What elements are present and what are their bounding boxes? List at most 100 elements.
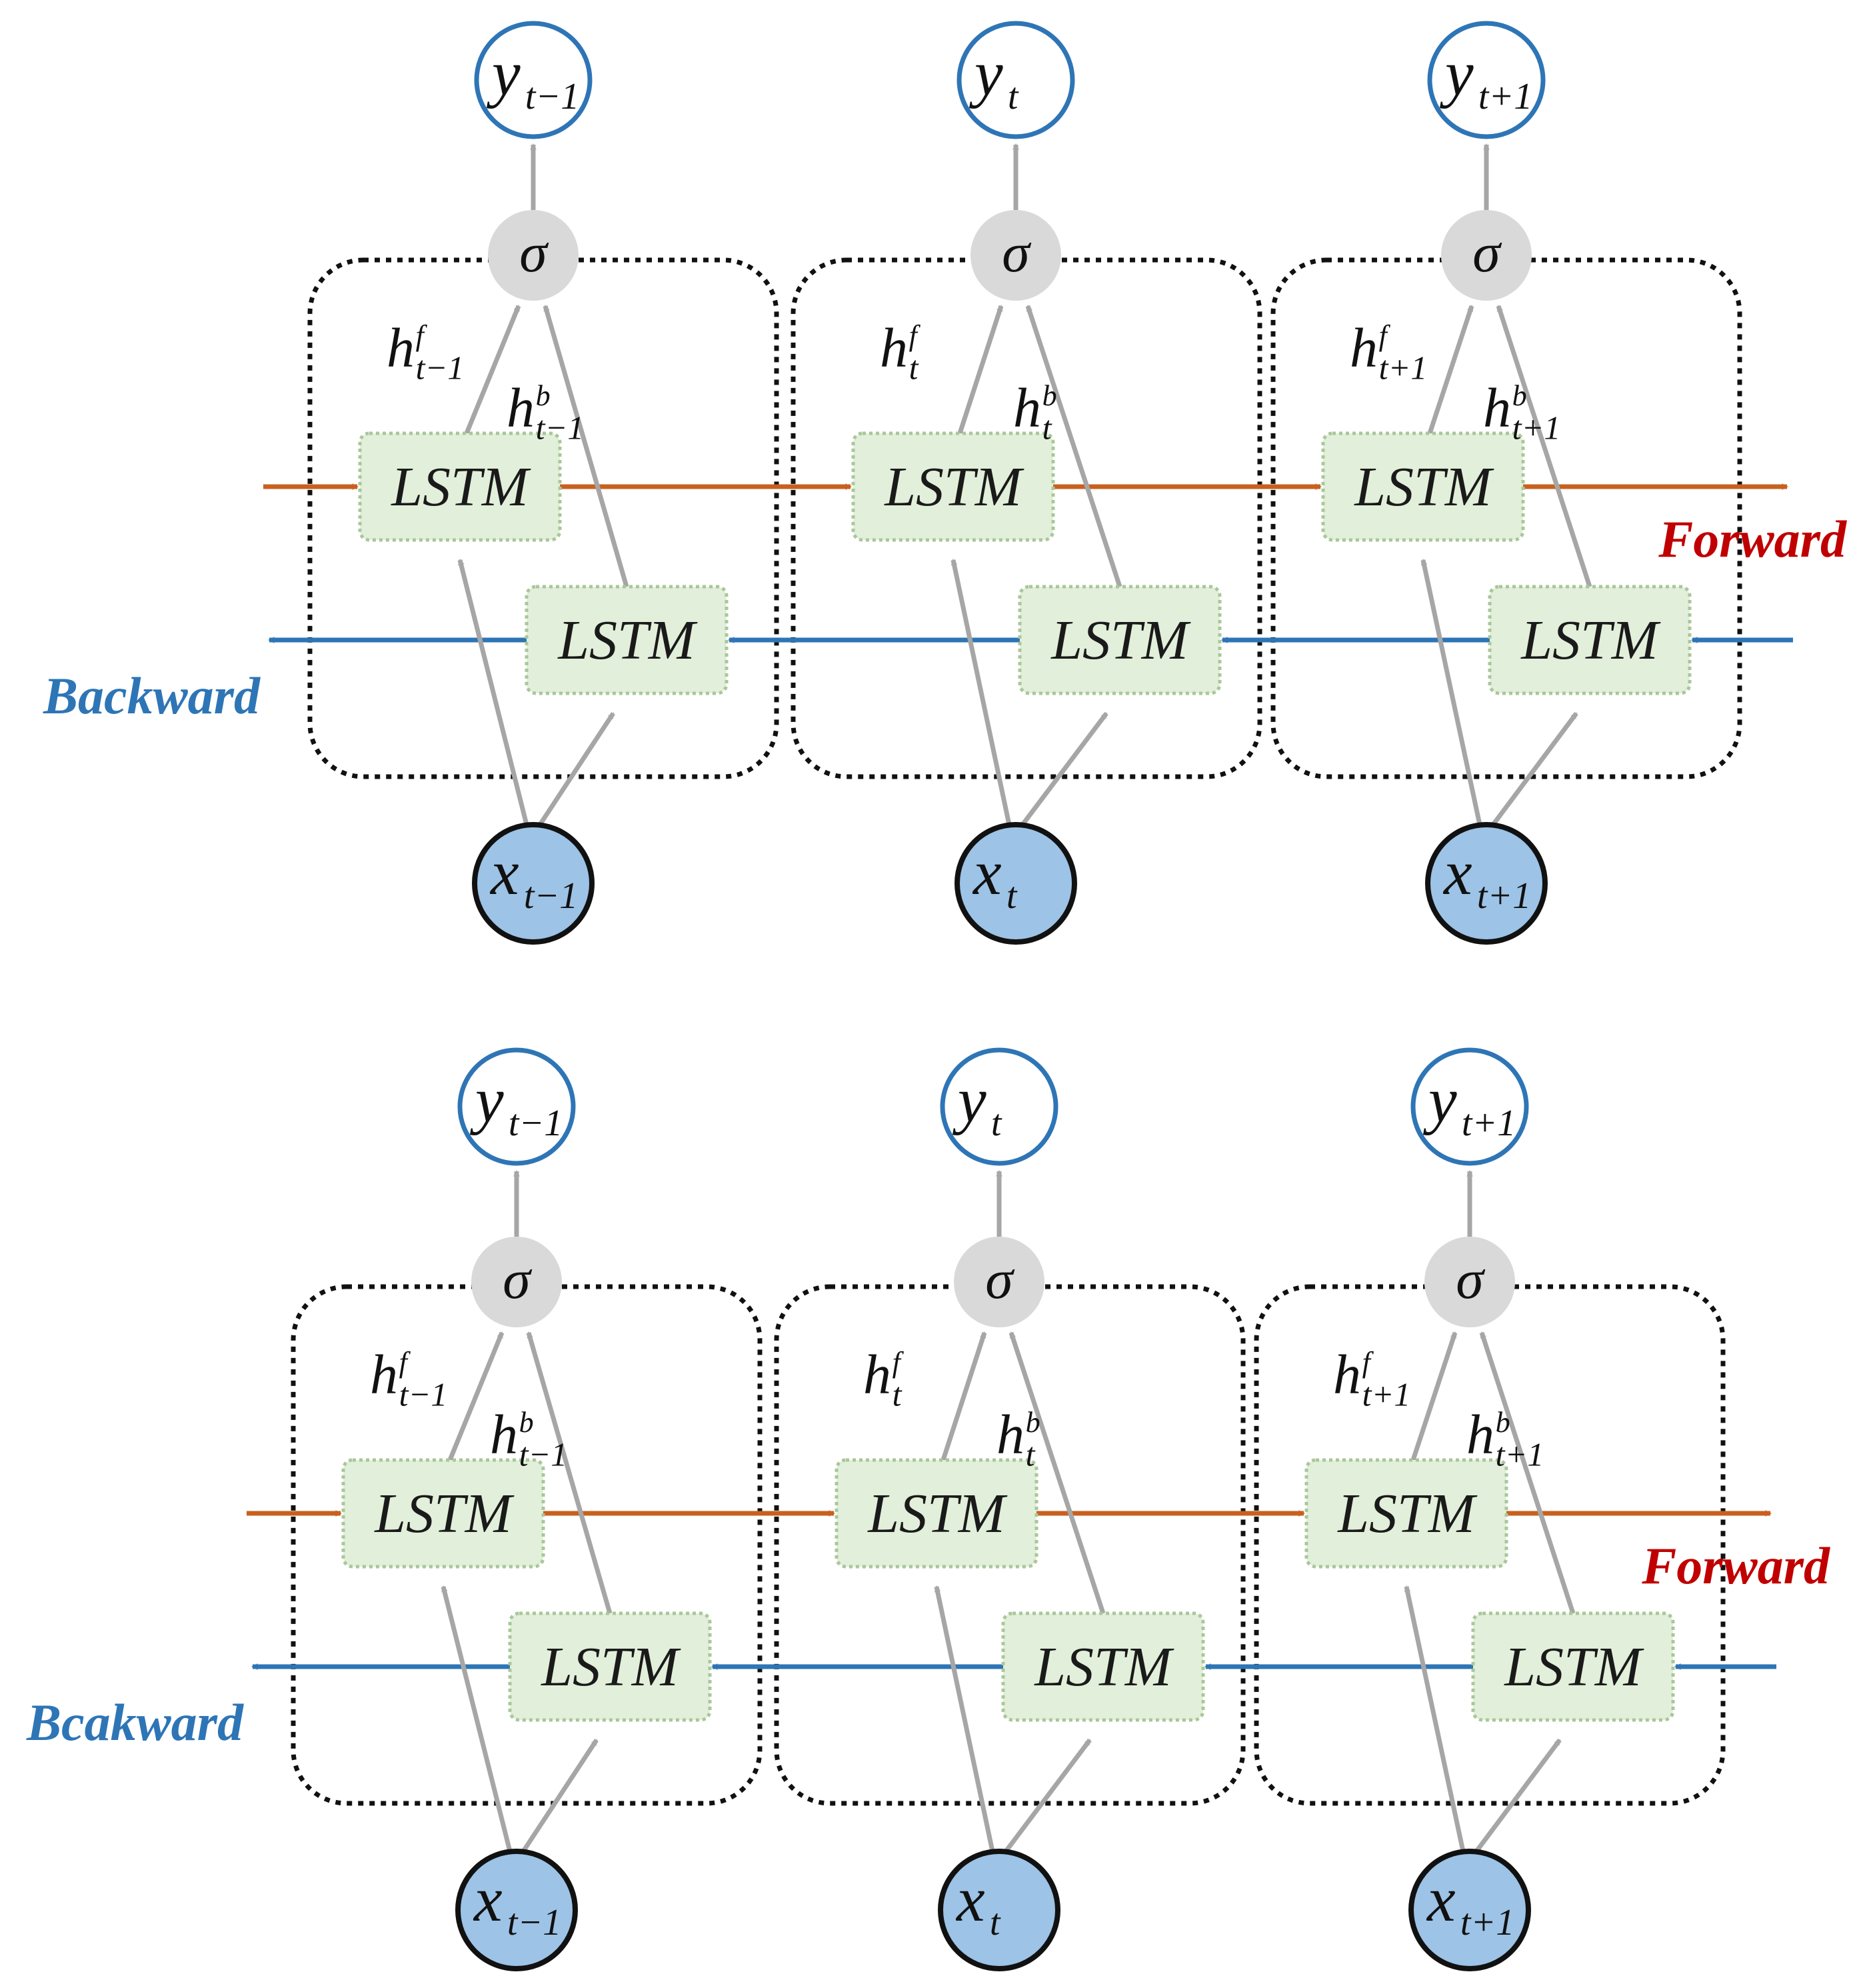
backward-lstm-label: LSTM	[1050, 609, 1190, 671]
forward-hidden-label-3-sup: f	[1379, 319, 1391, 352]
backward-label: Backward	[43, 667, 261, 725]
backward-to-sigma-arrow-2	[1008, 1331, 1106, 1615]
output-label-sub: t+1	[1478, 76, 1532, 117]
input-to-backward-arrow-1	[521, 1739, 599, 1853]
input-to-forward-arrow-3	[1404, 1585, 1466, 1852]
input-to-backward-arrow-2	[1004, 1738, 1092, 1853]
forward-hidden-label-3-sub: t+1	[1379, 349, 1428, 386]
output-label-sub: t−1	[509, 1103, 563, 1144]
backward-lstm-label: LSTM	[1034, 1636, 1174, 1698]
forward-lstm-box	[851, 431, 1055, 542]
input-label-main: x	[1442, 837, 1472, 908]
forward-hidden-label-1-sub: t−1	[399, 1375, 448, 1413]
cell-box-2	[774, 1284, 1246, 1806]
forward-hidden-label-3-sub: t+1	[1362, 1375, 1411, 1413]
input-label-sub: t+1	[1460, 1902, 1514, 1943]
output-circle	[1427, 21, 1546, 139]
forward-hidden-label-2-main: h	[880, 317, 908, 379]
input-circle	[1425, 822, 1548, 945]
backward-hidden-label-3-sup: b	[1512, 379, 1527, 412]
forward-label: Forward	[1641, 1537, 1830, 1595]
forward-hidden-label-1-sup: f	[399, 1346, 411, 1379]
cell-box-1	[307, 257, 779, 779]
input-to-backward-arrow-3	[1474, 1738, 1562, 1853]
forward-to-sigma-arrow-1	[447, 1331, 505, 1461]
sigma-node-3: σ	[1441, 210, 1532, 301]
input-label-main: x	[955, 1863, 985, 1935]
backward-lstm-label: LSTM	[1504, 1636, 1644, 1698]
output-circle	[474, 21, 593, 139]
forward-lstm-label: LSTM	[1354, 456, 1494, 518]
forward-to-sigma-arrow-3	[1410, 1331, 1458, 1461]
input-label-sub: t−1	[524, 875, 578, 917]
sigma-label: σ	[985, 1249, 1015, 1311]
input-to-backward-arrow-1	[538, 712, 615, 826]
backward-lstm-box	[1018, 585, 1222, 695]
output-circle	[457, 1047, 576, 1166]
input-label-sub: t	[990, 1902, 1001, 1943]
backward-lstm-2: LSTM	[1018, 585, 1222, 695]
backward-lstm-3: LSTM	[1488, 585, 1692, 695]
forward-to-sigma-arrow-1	[464, 305, 521, 435]
forward-hidden-label-3-sup: f	[1362, 1346, 1374, 1379]
forward-hidden-label-3-main: h	[1333, 1344, 1361, 1406]
forward-lstm-2: LSTM	[835, 1458, 1038, 1569]
output-label-main: y	[968, 37, 1003, 109]
backward-hidden-label-3-sup: b	[1496, 1406, 1510, 1439]
backward-lstm-box	[1001, 1611, 1205, 1722]
backward-lstm-box	[1471, 1611, 1675, 1722]
output-label-main: y	[1439, 37, 1474, 109]
forward-to-sigma-arrow-2	[957, 305, 1004, 435]
backward-to-sigma-arrow-1	[543, 305, 629, 587]
input-circle	[1408, 1849, 1531, 1971]
input-to-forward-arrow-1	[457, 559, 529, 825]
input-label-sub: t−1	[507, 1902, 561, 1943]
backward-hidden-label-2-sub: t	[1026, 1435, 1036, 1473]
backward-to-sigma-arrow-3	[1479, 1331, 1576, 1615]
forward-lstm-label: LSTM	[374, 1483, 514, 1545]
output-label-main: y	[469, 1064, 504, 1135]
forward-lstm-label: LSTM	[867, 1483, 1007, 1545]
input-to-forward-arrow-2	[950, 559, 1012, 825]
sigma-circle	[488, 210, 579, 301]
cell-box-1	[291, 1284, 763, 1806]
sigma-node-2: σ	[954, 1237, 1044, 1327]
backward-lstm-1: LSTM	[508, 1611, 712, 1722]
forward-lstm-label: LSTM	[884, 456, 1024, 518]
backward-hidden-label-2-sup: b	[1042, 379, 1057, 412]
output-label-sub: t−1	[525, 76, 579, 117]
sigma-circle	[471, 1237, 562, 1327]
forward-lstm-box	[1321, 431, 1525, 542]
output-label-main: y	[1422, 1064, 1457, 1135]
sigma-circle	[1424, 1237, 1515, 1327]
forward-lstm-1: LSTM	[358, 431, 562, 542]
cell-box-3	[1270, 257, 1742, 779]
forward-hidden-label-1-main: h	[370, 1344, 398, 1406]
forward-hidden-label-2-main: h	[863, 1344, 891, 1406]
sigma-node-1: σ	[488, 210, 579, 301]
backward-lstm-1: LSTM	[525, 585, 729, 695]
forward-hidden-label-2-sub: t	[909, 349, 919, 386]
output-label-sub: t	[991, 1103, 1002, 1144]
backward-hidden-label-2-sup: b	[1026, 1406, 1040, 1439]
forward-label: Forward	[1658, 510, 1847, 568]
sigma-node-3: σ	[1424, 1237, 1515, 1327]
backward-lstm-box	[508, 1611, 712, 1722]
input-label-main: x	[1426, 1863, 1456, 1935]
